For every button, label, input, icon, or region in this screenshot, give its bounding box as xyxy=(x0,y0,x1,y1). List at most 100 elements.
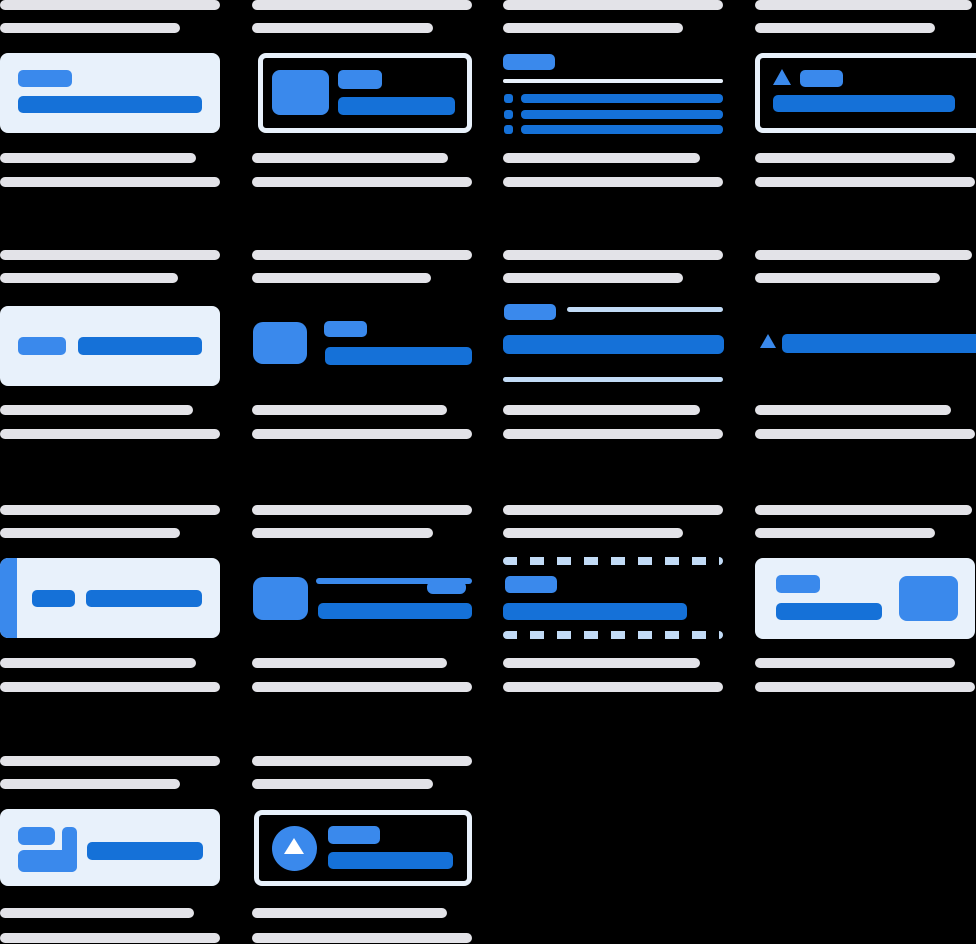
callout-card xyxy=(0,53,220,133)
placeholder-text-line xyxy=(503,250,723,260)
list-bar xyxy=(521,110,723,119)
placeholder-text-line xyxy=(503,405,700,415)
placeholder-text-line xyxy=(0,756,220,766)
pale-rule xyxy=(567,307,723,312)
icon-square xyxy=(272,70,329,115)
wireframe-cell-r2c3 xyxy=(503,250,724,439)
placeholder-text-line xyxy=(252,0,472,10)
text-bar xyxy=(86,590,202,607)
placeholder-text-line xyxy=(0,0,220,10)
tag-pill xyxy=(776,575,820,593)
wireframe-cell-r2c4 xyxy=(755,250,976,439)
text-bar xyxy=(87,842,203,860)
inline-warning xyxy=(755,303,976,383)
tag-pill xyxy=(18,70,72,87)
placeholder-text-line xyxy=(755,505,972,515)
placeholder-text-line xyxy=(0,177,220,187)
placeholder-text-line xyxy=(503,153,700,163)
icon-title-badge-row xyxy=(252,558,472,638)
text-bar xyxy=(773,95,955,112)
placeholder-text-line xyxy=(252,682,472,692)
dashed-rule xyxy=(503,557,723,565)
placeholder-text-line xyxy=(503,273,683,283)
image-thumbnail xyxy=(899,576,958,621)
bullet-dot xyxy=(504,110,513,119)
placeholder-text-line xyxy=(755,273,940,283)
placeholder-text-line xyxy=(0,779,180,789)
text-bar xyxy=(328,852,453,869)
outlined-card-with-icon xyxy=(252,53,472,133)
placeholder-text-line xyxy=(0,528,180,538)
placeholder-text-line xyxy=(503,505,723,515)
placeholder-text-line xyxy=(503,177,723,187)
placeholder-text-line xyxy=(252,23,433,33)
filled-card-single-row xyxy=(0,303,220,386)
placeholder-text-line xyxy=(503,658,700,668)
tag-pill xyxy=(324,321,367,337)
placeholder-text-line xyxy=(252,528,433,538)
divider xyxy=(503,79,723,83)
callout-card xyxy=(755,558,975,639)
placeholder-text-line xyxy=(252,429,472,439)
placeholder-text-line xyxy=(503,429,723,439)
tag-with-bullet-list xyxy=(503,53,723,134)
placeholder-text-line xyxy=(755,429,975,439)
callout-card xyxy=(0,306,220,386)
placeholder-text-line xyxy=(0,153,196,163)
accent-stripe xyxy=(0,558,17,638)
wireframe-cell-r1c2 xyxy=(252,0,472,188)
placeholder-text-line xyxy=(252,779,433,789)
wireframe-cell-r2c2 xyxy=(252,250,472,439)
callout-card xyxy=(0,558,220,638)
placeholder-text-line xyxy=(755,658,955,668)
placeholder-text-line xyxy=(755,23,935,33)
tag-pill xyxy=(505,576,557,593)
placeholder-text-line xyxy=(252,153,448,163)
bullet-dot xyxy=(504,125,513,134)
text-bar xyxy=(325,347,472,365)
warning-triangle-icon xyxy=(773,69,791,85)
placeholder-text-line xyxy=(755,405,951,415)
wireframe-cell-r1c1 xyxy=(0,0,220,188)
callout-card-outline xyxy=(755,53,976,133)
wireframe-cell-r1c4 xyxy=(755,0,976,188)
text-bar xyxy=(338,97,455,115)
pale-rule xyxy=(503,377,723,382)
placeholder-text-line xyxy=(252,756,472,766)
list-bar xyxy=(521,94,723,103)
tag-pill xyxy=(338,70,382,89)
placeholder-text-line xyxy=(0,273,178,283)
placeholder-text-line xyxy=(252,933,472,943)
outlined-warning-card xyxy=(755,53,976,133)
callout-card xyxy=(0,809,220,886)
text-bar xyxy=(32,590,75,607)
left-accent-card xyxy=(0,558,220,638)
icon-square xyxy=(253,577,308,620)
wireframe-cell-r3c1 xyxy=(0,505,220,693)
placeholder-text-line xyxy=(252,273,431,283)
placeholder-text-line xyxy=(755,153,955,163)
text-bar xyxy=(78,337,202,355)
warning-triangle-icon xyxy=(760,334,776,348)
wireframe-cell-r3c4 xyxy=(755,505,975,693)
wireframe-cell-r1c3 xyxy=(503,0,723,188)
dashed-bounded-section xyxy=(503,557,723,639)
placeholder-text-line xyxy=(755,682,975,692)
tag-pill xyxy=(328,826,380,844)
plain-icon-row xyxy=(252,303,472,383)
badge-pill xyxy=(427,581,466,594)
placeholder-text-line xyxy=(755,177,975,187)
list-bar xyxy=(521,125,723,134)
wide-text-bar xyxy=(503,335,724,354)
placeholder-text-line xyxy=(503,23,683,33)
placeholder-text-line xyxy=(0,23,180,33)
filled-card-with-reply-icon xyxy=(0,809,220,889)
placeholder-text-line xyxy=(252,658,447,668)
placeholder-text-line xyxy=(755,250,972,260)
wireframe-cell-r4c1 xyxy=(0,756,220,944)
play-circle-icon xyxy=(272,826,317,871)
placeholder-text-line xyxy=(0,658,196,668)
text-bar xyxy=(18,96,202,113)
placeholder-text-line xyxy=(0,682,220,692)
outlined-card-with-play-circle xyxy=(252,809,472,889)
